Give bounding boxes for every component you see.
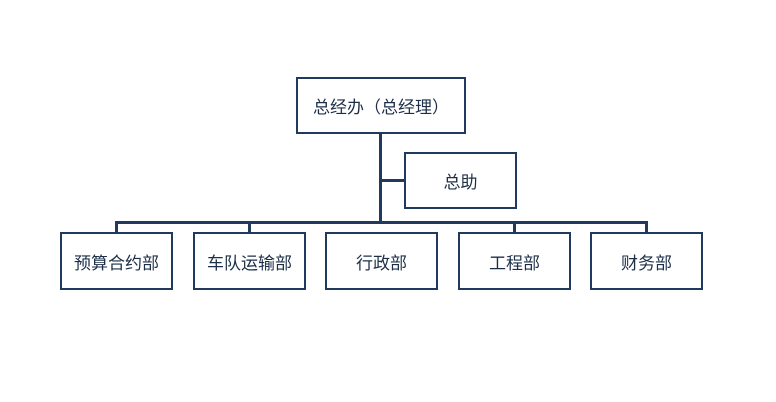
department-label: 行政部 — [356, 253, 407, 274]
department-node: 财务部 — [590, 232, 703, 290]
department-label: 财务部 — [621, 253, 672, 274]
root-node: 总经办（总经理） — [296, 77, 466, 134]
trunk-line — [379, 132, 382, 224]
assistant-branch-line — [381, 179, 406, 182]
department-node: 车队运输部 — [193, 232, 306, 290]
department-label: 预算合约部 — [74, 253, 159, 274]
department-drop-line — [513, 221, 516, 234]
department-drop-line — [645, 221, 648, 234]
root-node-label: 总经办（总经理） — [313, 98, 449, 118]
department-drop-line — [115, 221, 118, 234]
department-drop-line — [248, 221, 251, 234]
department-label: 车队运输部 — [207, 253, 292, 274]
department-node: 预算合约部 — [60, 232, 173, 290]
department-bus-line — [115, 221, 648, 224]
assistant-node: 总助 — [404, 152, 517, 209]
department-label: 工程部 — [489, 253, 540, 274]
department-node: 行政部 — [325, 232, 438, 290]
department-node: 工程部 — [458, 232, 571, 290]
assistant-node-label: 总助 — [443, 173, 478, 193]
